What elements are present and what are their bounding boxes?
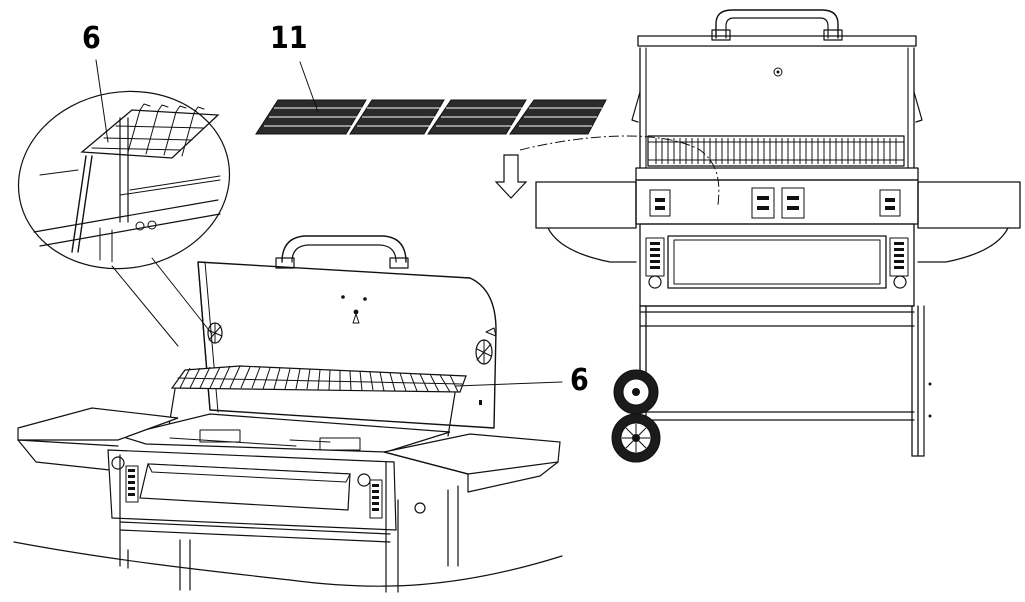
callout-rack-body: 6	[570, 363, 589, 398]
leader-line-rack-detail	[95, 59, 109, 143]
detail-magnifier	[17, 90, 231, 270]
cooking-grate	[349, 99, 445, 135]
leader-line-grates	[299, 61, 319, 113]
placement-path	[519, 135, 720, 206]
cooking-grate	[509, 99, 607, 135]
wheel-icon	[611, 413, 661, 463]
down-arrow-icon	[494, 154, 528, 199]
grill-front-view	[535, 9, 1021, 463]
cooking-grate	[255, 99, 367, 135]
leader-line-rack-body	[455, 381, 563, 387]
magnifier-line	[151, 257, 213, 335]
cooking-grates	[255, 99, 607, 135]
grill-perspective-view	[13, 235, 563, 593]
cooking-grate	[427, 99, 527, 135]
wheel-icon	[613, 369, 659, 415]
callout-grates: 11	[270, 21, 308, 56]
callout-rack-detail: 6	[82, 21, 101, 56]
magnifier-line	[111, 265, 179, 347]
